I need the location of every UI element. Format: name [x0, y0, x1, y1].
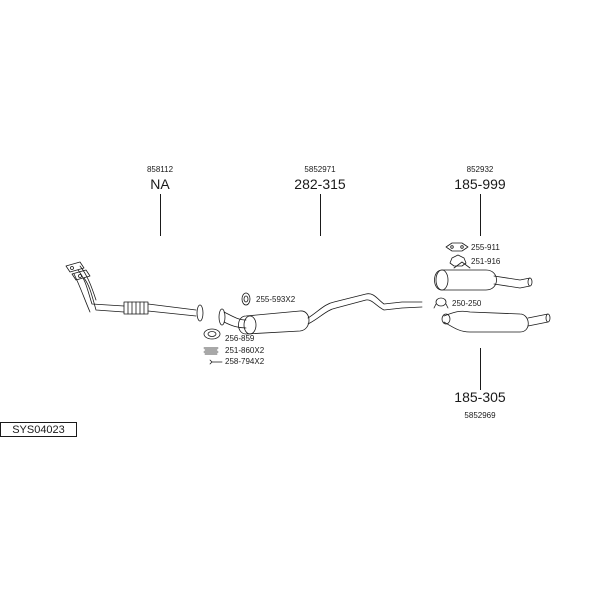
- part-number-middle-silencer[interactable]: 282-315: [294, 176, 346, 192]
- clamp-icon[interactable]: [449, 254, 467, 267]
- mounting-rubber-icon[interactable]: [241, 292, 251, 306]
- bolt-icon[interactable]: [209, 359, 223, 365]
- callout-mounting-rubber[interactable]: 255-593X2: [256, 295, 296, 304]
- ref-number-front-pipe: 858112: [146, 165, 174, 174]
- callout-spring[interactable]: 251-860X2: [225, 346, 265, 355]
- callout-rubber-hanger[interactable]: 255-911: [471, 243, 500, 252]
- leader-line-middle-silencer: [320, 194, 321, 236]
- ref-number-middle-silencer: 5852971: [304, 165, 336, 174]
- rear-silencer-lower-part[interactable]: [441, 310, 551, 333]
- callout-clamp-ring[interactable]: 250-250: [452, 299, 482, 308]
- leader-line-rear-silencer-upper: [480, 194, 481, 236]
- spring-icon[interactable]: [203, 347, 219, 355]
- front-pipe-part[interactable]: [65, 261, 204, 322]
- part-number-front-pipe[interactable]: NA: [150, 176, 170, 192]
- clamp-ring-icon[interactable]: [433, 297, 449, 309]
- part-number-rear-silencer-lower[interactable]: 185-305: [454, 389, 506, 405]
- leader-line-rear-silencer-lower: [480, 348, 481, 390]
- rubber-hanger-icon[interactable]: [445, 242, 469, 252]
- ref-number-rear-silencer-upper: 852932: [466, 165, 494, 174]
- callout-bolt[interactable]: 258-794X2: [225, 357, 265, 366]
- middle-silencer-part[interactable]: [218, 293, 423, 335]
- diagram-id-label: SYS04023: [0, 422, 77, 437]
- callout-clamp[interactable]: 251-916: [471, 257, 501, 266]
- gasket-icon[interactable]: [203, 328, 221, 340]
- part-number-rear-silencer-upper[interactable]: 185-999: [454, 176, 506, 192]
- leader-line-front-pipe: [160, 194, 161, 236]
- callout-gasket[interactable]: 256-859: [225, 334, 255, 343]
- rear-silencer-upper-part[interactable]: [434, 261, 533, 291]
- ref-number-rear-silencer-lower: 5852969: [464, 411, 496, 420]
